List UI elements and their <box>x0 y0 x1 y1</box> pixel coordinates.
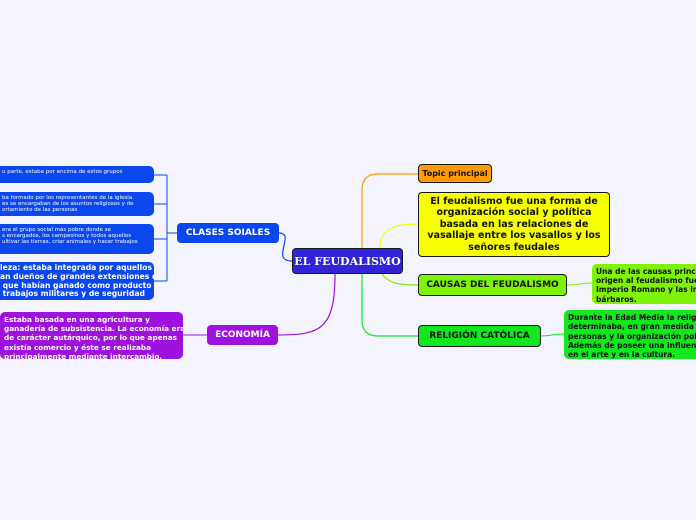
topic-principal[interactable]: Topic principal <box>418 164 492 183</box>
leaf-economia-1[interactable]: Estaba basada en una agricultura y ganad… <box>0 312 183 359</box>
leaf-clases-2[interactable]: ba formado por los representantes de la … <box>0 192 154 216</box>
central-topic[interactable]: EL FEUDALISMO <box>292 248 403 274</box>
leaf-clases-4[interactable]: leza: estaba integrada por aquellos an d… <box>0 262 154 300</box>
connector-religion-leaf <box>540 333 565 337</box>
connector-clases-leaves <box>154 174 177 282</box>
leaf-clases-3[interactable]: era el grupo social más pobre donde se s… <box>0 224 154 254</box>
connector-center-definicion <box>379 223 419 249</box>
connector-center-causas <box>381 273 419 286</box>
leaf-causas-1[interactable]: Una de las causas principa origen al feu… <box>592 264 696 304</box>
leaf-clases-1[interactable]: u parte, estaba por encima de estos grup… <box>0 166 154 183</box>
topic-causas[interactable]: CAUSAS DEL FEUDALISMO <box>418 274 567 296</box>
connector-causas-leaf <box>566 282 593 286</box>
connector-center-topic <box>361 173 418 248</box>
leaf-religion-1[interactable]: Durante la Edad Media la religión determ… <box>564 310 696 359</box>
connector-center-clases <box>278 232 293 262</box>
topic-economia[interactable]: ECONOMÍA <box>207 325 278 345</box>
topic-clases-sociales[interactable]: CLASES SOIALES <box>177 223 279 243</box>
topic-religion[interactable]: RELIGIÓN CATÓLICA <box>418 325 541 347</box>
connector-center-economia <box>277 273 336 336</box>
topic-definicion[interactable]: El feudalismo fue una forma de organizac… <box>418 192 610 257</box>
connector-center-religion <box>361 274 418 337</box>
